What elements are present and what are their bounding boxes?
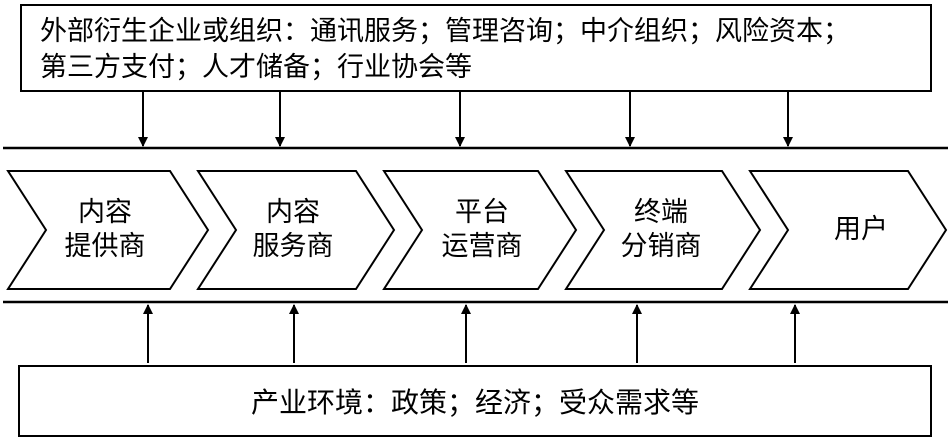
external-organizations-line-2: 第三方支付；人才储备；行业协会等 [40, 52, 472, 83]
chevron-label-line: 服务商 [252, 231, 334, 262]
chevron-label-line: 用户 [834, 214, 888, 245]
chevron-terminal-distributor [564, 170, 762, 290]
chevron-label-line: 平台 [455, 197, 509, 228]
chevron-label-user: 用户 [816, 213, 906, 247]
industry-environment-box: 产业环境：政策；经济；受众需求等 [18, 365, 932, 437]
chevron-label-content-service-provider: 内容 服务商 [248, 196, 338, 264]
industry-environment-text: 产业环境：政策；经济；受众需求等 [250, 386, 699, 419]
external-organizations-box: 外部衍生企业或组织：通讯服务；管理咨询；中介组织；风险资本； 第三方支付；人才储… [20, 4, 932, 92]
chevron-user [748, 170, 948, 290]
chevron-label-content-provider: 内容 提供商 [60, 196, 150, 264]
chevron-content-provider [6, 170, 210, 290]
chevron-label-line: 提供商 [64, 231, 146, 262]
external-organizations-line-1: 外部衍生企业或组织：通讯服务；管理咨询；中介组织；风险资本； [40, 16, 850, 47]
chevron-label-line: 终端 [634, 197, 688, 228]
chevron-label-line: 运营商 [441, 231, 523, 262]
chevron-label-platform-operator: 平台 运营商 [437, 196, 527, 264]
chevron-label-line: 内容 [78, 197, 132, 228]
chevron-label-line: 分销商 [620, 231, 702, 262]
chevron-platform-operator [382, 170, 578, 290]
chevron-label-line: 内容 [266, 197, 320, 228]
chevron-content-service-provider [196, 170, 396, 290]
chevron-label-terminal-distributor: 终端 分销商 [616, 196, 706, 264]
